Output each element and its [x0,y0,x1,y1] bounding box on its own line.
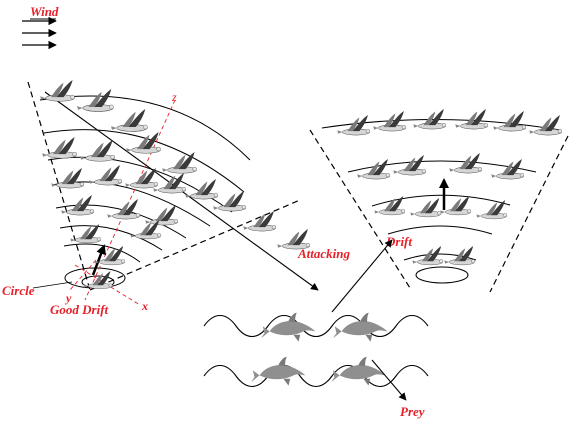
seagull-icon [212,190,247,212]
wave-line-upper [203,314,429,338]
seagull-icon [88,164,123,186]
seagull-icon [110,108,148,132]
x-axis-label: x [141,299,148,313]
sea-surface [203,312,429,401]
right-cone-edge-right [489,135,569,293]
left-arc-4 [51,181,211,227]
right-arc-5 [403,253,477,261]
seagull-icon [79,139,116,162]
seagull-icon [83,270,113,290]
left-flock-cone: z x y [27,79,319,313]
right-flock-cone [309,108,569,293]
z-axis-line [84,99,176,301]
dolphin-icon [331,356,386,386]
y-axis-label: y [64,291,72,305]
circle-label: Circle [2,283,35,298]
seagull-icon [392,154,427,176]
dolphin-icon [251,356,306,386]
prey-arrow [371,359,407,401]
z-axis-label: z [171,90,177,104]
right-arc-4 [387,225,493,235]
left-ascent-arrow [91,244,106,276]
drift-label: Drift [385,234,412,249]
left-arc-5 [55,204,187,239]
seagull-icon [443,245,476,266]
seagull-icon [528,114,563,136]
left-cone-edge-left [27,81,91,291]
seagull-icon [161,151,198,174]
good-drift-label: Good Drift [50,302,109,317]
seagull-icon [492,110,527,132]
seagull-icon [76,88,114,112]
seagull-icon [144,204,179,226]
seagull-icon [39,79,76,102]
wind-label: Wind [30,4,59,19]
seagull-icon [124,167,159,189]
seagull-icon [454,108,489,130]
seagull-icon [184,178,219,200]
attacking-label: Attacking [297,246,351,261]
right-inner-circle [415,266,469,284]
seagull-icon [411,245,444,266]
drift-transition-arrow [331,239,393,313]
dolphin-icon [261,312,316,342]
seagull-icon [41,136,78,159]
seagull-icon [373,195,406,216]
seagull-icon [490,158,525,180]
seagull-icon [106,198,141,220]
seagull-icon [129,219,162,240]
right-arc-1 [321,119,561,131]
seagull-icon [372,110,407,132]
seagull-icon [475,199,508,220]
seagull-icon [70,223,102,244]
prey-label: Prey [400,404,425,419]
wave-line-lower [203,364,429,388]
circle-pointer-line [32,281,73,289]
right-cone-edge-left [309,129,411,289]
right-arc-3 [371,194,511,207]
left-arc-6 [59,225,163,251]
seagull-icon [242,210,277,232]
seagull-icon [409,197,442,218]
seagull-icon [94,245,126,266]
